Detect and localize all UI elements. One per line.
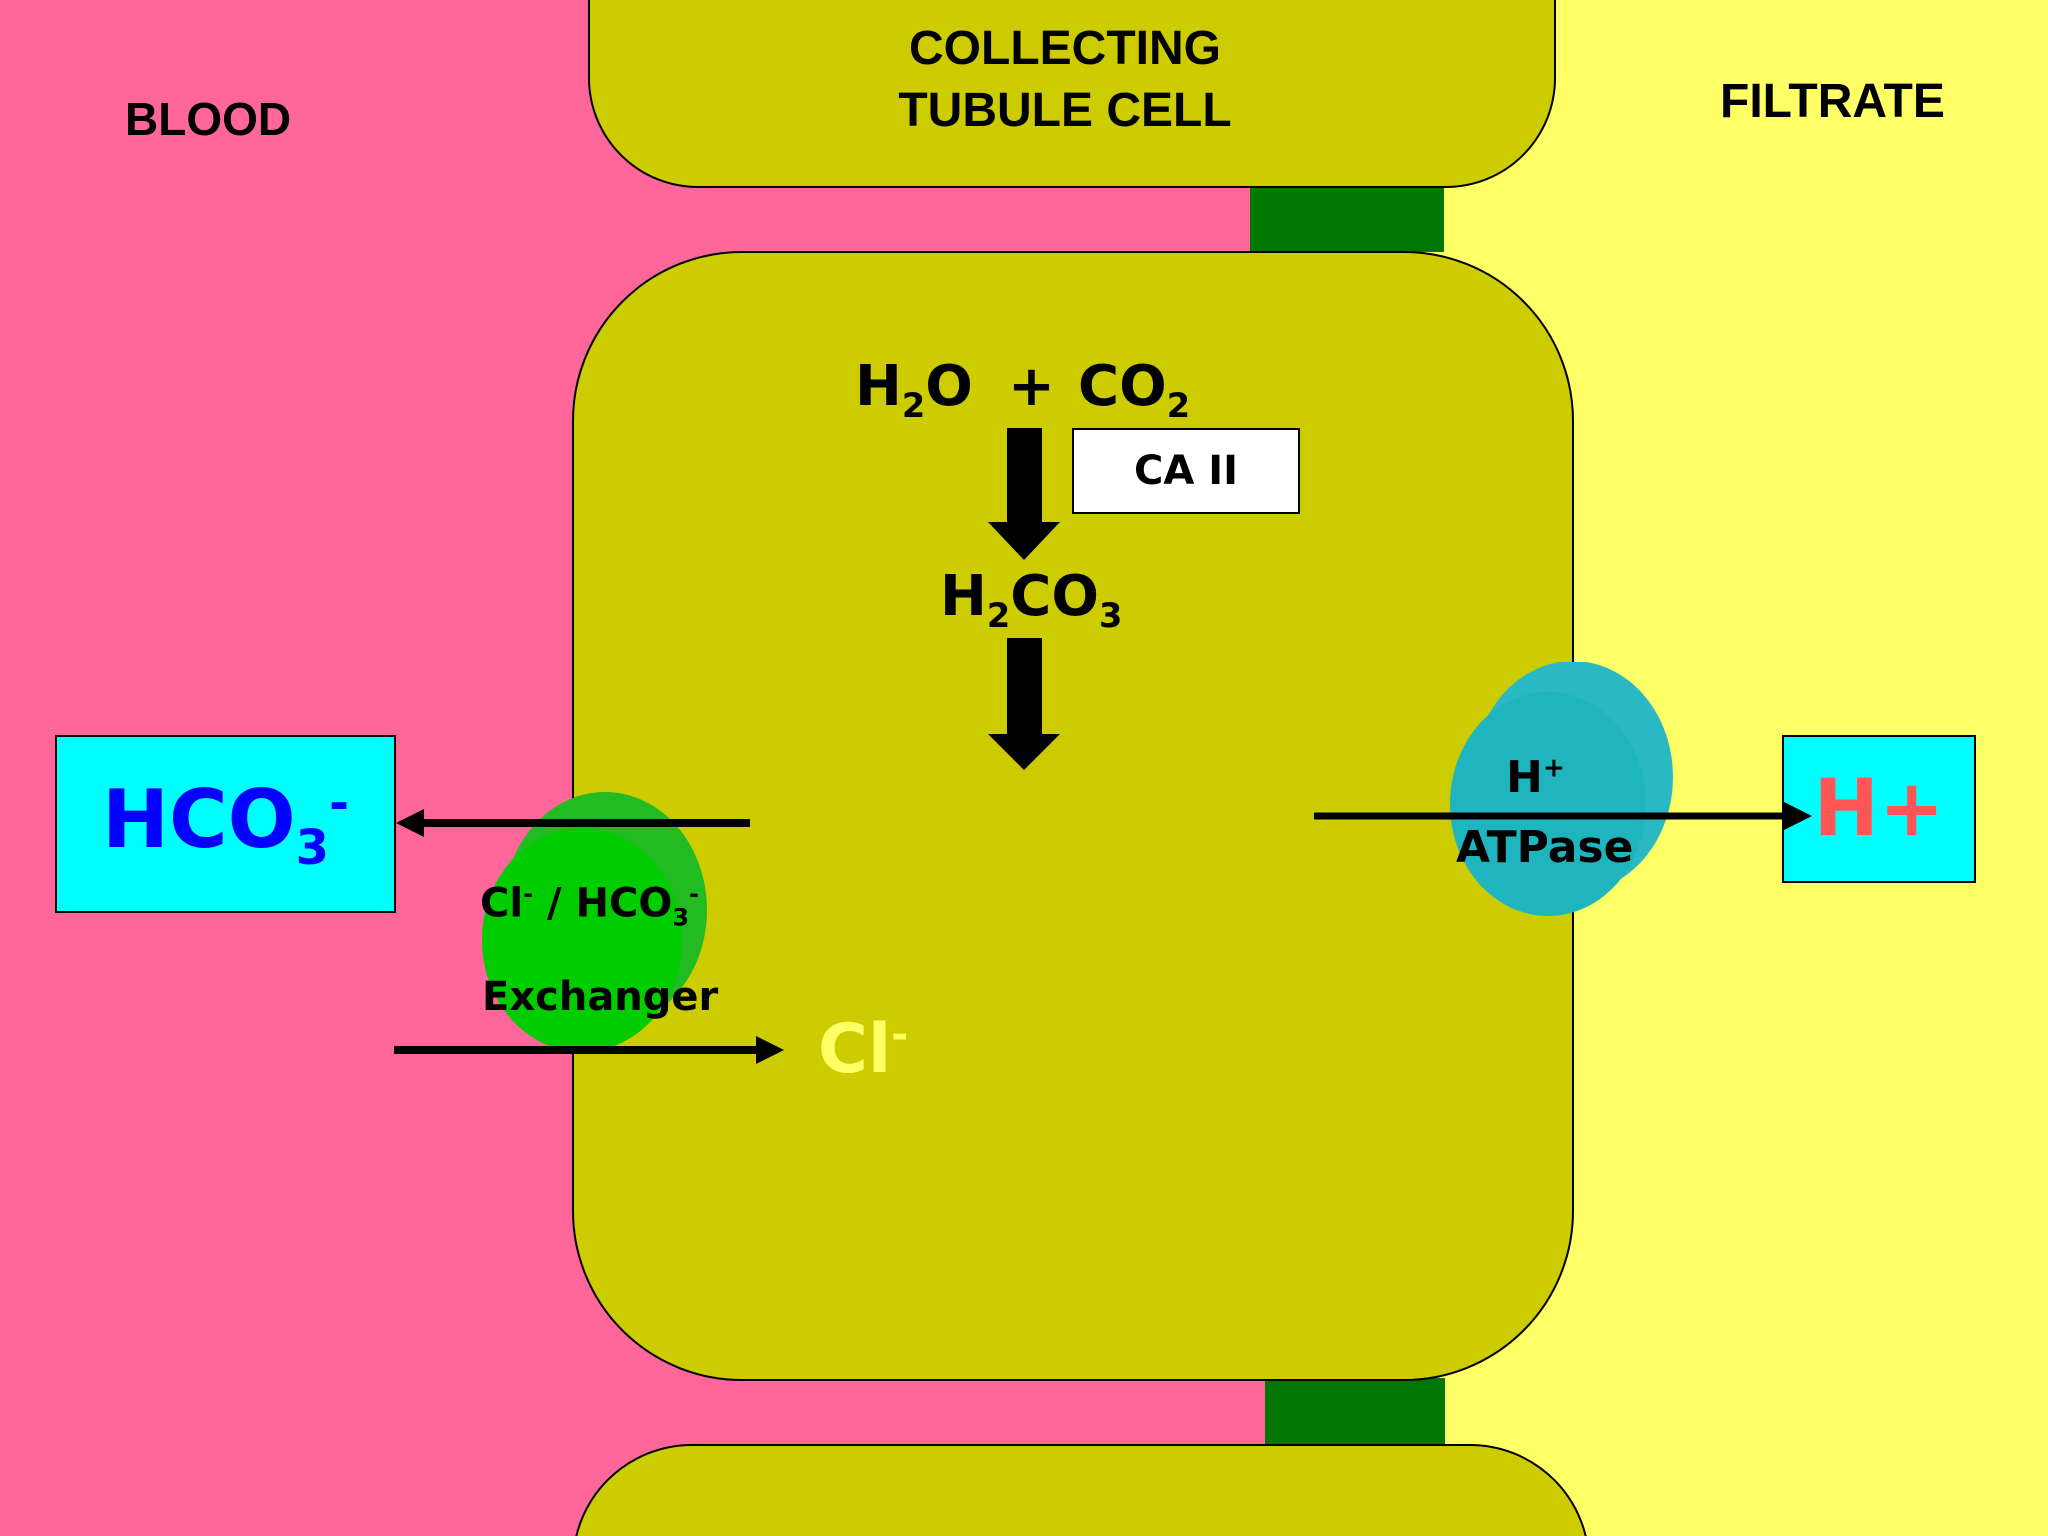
reaction-arrow-1 <box>988 428 1060 560</box>
blood-label: BLOOD <box>125 93 292 145</box>
proton-atpase-pump <box>1450 662 1673 916</box>
filtrate-label: FILTRATE <box>1720 75 1945 128</box>
carbon-dioxide-formula: CO2 <box>1078 354 1191 426</box>
cell-label: COLLECTING TUBULE CELL <box>840 18 1290 142</box>
tight-junction-top <box>1250 186 1444 252</box>
plus-sign: + <box>1008 354 1055 419</box>
proton-symbol: H+ <box>1813 764 1945 854</box>
exchanger-front <box>482 828 682 1052</box>
reaction-arrow-2 <box>988 638 1060 770</box>
chloride-entry-arrowhead <box>756 1036 784 1064</box>
tubule-cell-bottom <box>572 1444 1590 1536</box>
carbonic-anhydrase-label: CA II <box>1072 428 1300 514</box>
atpase-front <box>1450 692 1646 916</box>
chloride-ion: Cl- <box>818 1010 909 1089</box>
bicarbonate-box: HCO3- <box>55 735 396 913</box>
exchanger-name: Exchanger <box>482 974 719 1020</box>
cell-label-line2: TUBULE CELL <box>898 84 1232 137</box>
proton-box: H+ <box>1782 735 1976 883</box>
chloride-bicarbonate-exchanger <box>482 792 707 1052</box>
atpase-proton: H+ <box>1506 752 1565 803</box>
water-formula: H2O <box>855 354 973 426</box>
tight-junction-bottom <box>1265 1378 1445 1446</box>
bicarbonate-exit-arrowhead <box>396 809 424 837</box>
carbonic-acid-formula: H2CO3 <box>940 564 1123 636</box>
proton-exit-arrowhead <box>1784 802 1812 830</box>
cell-label-line1: COLLECTING <box>909 22 1221 75</box>
bicarbonate-formula: HCO3- <box>102 772 349 876</box>
tubule-cell-top <box>588 0 1556 188</box>
atpase-name: ATPase <box>1456 822 1634 873</box>
exchanger-formula: Cl- / HCO3- <box>480 880 700 932</box>
